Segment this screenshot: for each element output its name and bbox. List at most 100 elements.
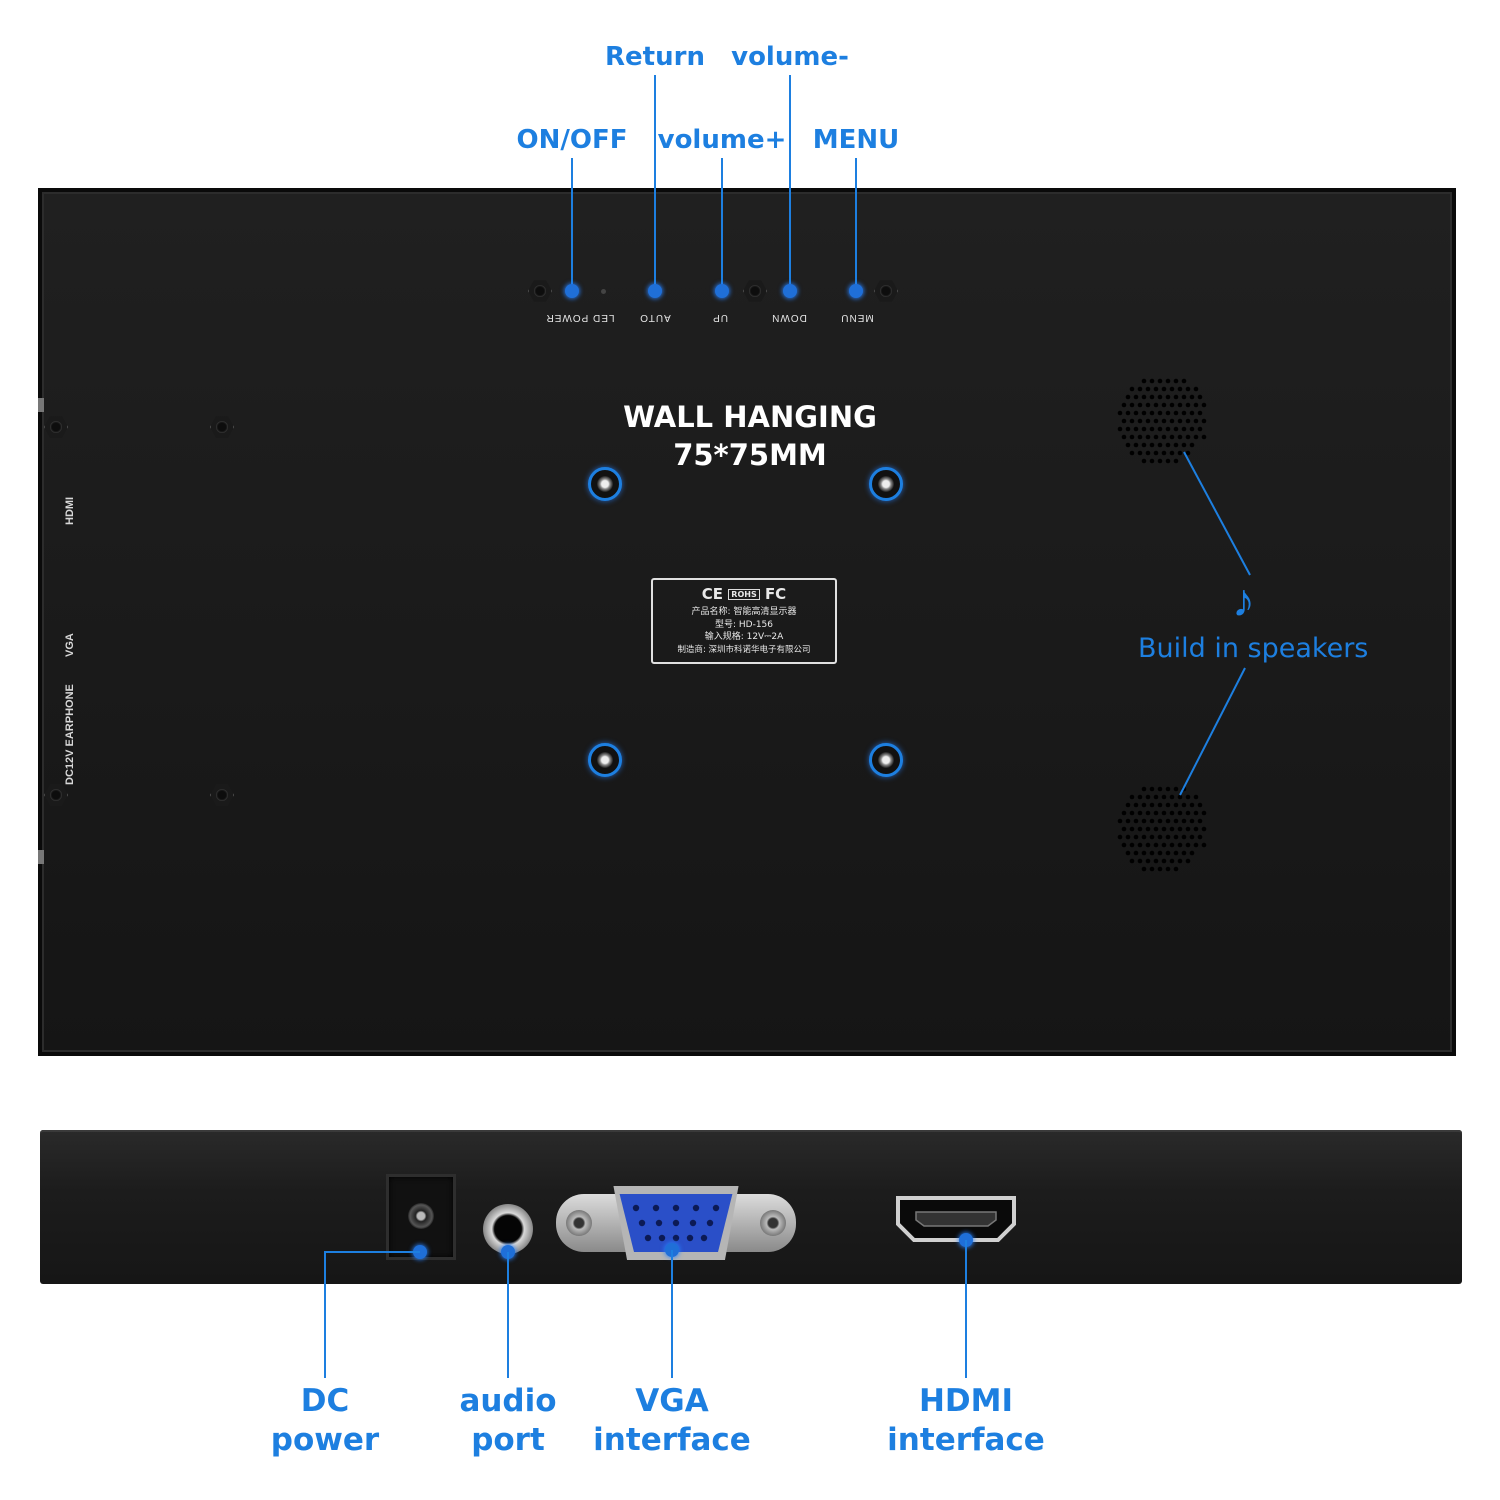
speaker-hole [1157,850,1163,856]
vga-pin [672,1204,680,1212]
speaker-hole [1189,394,1195,400]
speaker-hole [1125,394,1131,400]
speaker-hole [1197,802,1203,808]
down-button[interactable] [783,284,797,298]
callout-vga-interface-line2: interface [593,1422,751,1458]
vga-screw-right-icon [760,1210,786,1236]
speaker-hole [1133,410,1139,416]
leader-line-hdmi [965,1240,967,1378]
up-button[interactable] [715,284,729,298]
callout-vga-interface-line1: VGA [635,1383,709,1419]
callout-vga-interface: VGA interface [593,1382,751,1460]
speaker-hole [1137,450,1143,456]
speaker-hole [1177,826,1183,832]
speaker-hole [1201,402,1207,408]
speaker-hole [1149,426,1155,432]
speaker-hole [1149,866,1155,872]
leader-line-volume-minus [789,75,791,289]
speaker-hole [1177,794,1183,800]
vga-pin [686,1234,694,1242]
speaker-hole [1157,426,1163,432]
speaker-hole [1161,842,1167,848]
speaker-hole [1169,858,1175,864]
leader-line-audio [507,1252,509,1378]
panel-screw [44,416,68,438]
vga-pin [712,1204,720,1212]
speaker-hole [1129,434,1135,440]
hdmi-port [896,1196,1016,1242]
speaker-hole [1189,410,1195,416]
speaker-hole [1141,818,1147,824]
speaker-hole [1193,842,1199,848]
leader-line-on-off [571,158,573,289]
speaker-hole [1169,826,1175,832]
speaker-hole [1133,802,1139,808]
speaker-hole [1137,418,1143,424]
vga-pin [672,1234,680,1242]
speaker-hole [1161,418,1167,424]
speaker-hole [1169,386,1175,392]
wall-hanging-line2: 75*75MM [673,438,827,472]
speaker-hole [1117,818,1123,824]
callout-dc-power-line2: power [270,1422,380,1458]
speaker-hole [1149,818,1155,824]
vesa-mount-hole [869,743,903,777]
speaker-hole [1137,810,1143,816]
leader-line-volume-plus [721,158,723,289]
speaker-hole [1129,794,1135,800]
speaker-hole [1193,402,1199,408]
cert-marks: CE ROHS FC [653,584,835,605]
button-screw-right [874,280,898,302]
dc-power-jack [386,1174,456,1260]
speaker-hole [1161,826,1167,832]
menu-button[interactable] [849,284,863,298]
speaker-grille-dots [1117,378,1207,464]
speaker-hole [1185,826,1191,832]
speaker-hole [1197,818,1203,824]
vga-pin [706,1219,714,1227]
speaker-hole [1201,826,1207,832]
speaker-hole [1157,866,1163,872]
speaker-hole [1181,378,1187,384]
speaker-hole [1177,842,1183,848]
callout-volume-plus: volume+ [657,125,787,155]
speaker-hole [1145,842,1151,848]
speaker-hole [1181,818,1187,824]
speaker-hole [1193,386,1199,392]
speaker-hole [1157,834,1163,840]
speaker-hole [1153,794,1159,800]
speaker-hole [1145,386,1151,392]
speaker-hole [1137,402,1143,408]
leader-line-menu [855,158,857,289]
leader-line-vga [671,1250,673,1378]
speaker-hole [1193,794,1199,800]
vesa-mount-hole [869,467,903,501]
speaker-hole [1157,786,1163,792]
speaker-hole [1165,410,1171,416]
vesa-mount-hole [588,467,622,501]
speaker-hole [1125,426,1131,432]
speaker-hole [1141,850,1147,856]
speaker-hole [1165,394,1171,400]
speaker-hole [1141,442,1147,448]
vga-pin [652,1204,660,1212]
speaker-hole [1173,458,1179,464]
panel-screw [210,416,234,438]
spec-row: 型号: HD-156 [714,619,774,630]
speaker-hole [1137,826,1143,832]
speaker-hole [1121,826,1127,832]
power-button[interactable] [565,284,579,298]
speaker-hole [1149,834,1155,840]
edge-notch-top [38,398,44,412]
auto-button[interactable] [648,284,662,298]
speaker-hole [1169,810,1175,816]
leader-line-dc-v [324,1251,326,1378]
speaker-hole [1165,426,1171,432]
speaker-grille-dots [1117,786,1207,872]
callout-dc-power-line1: DC [300,1383,350,1419]
vga-pin [689,1219,697,1227]
speaker-hole [1177,450,1183,456]
speaker-hole [1185,434,1191,440]
speaker-hole [1129,810,1135,816]
speaker-hole [1121,402,1127,408]
